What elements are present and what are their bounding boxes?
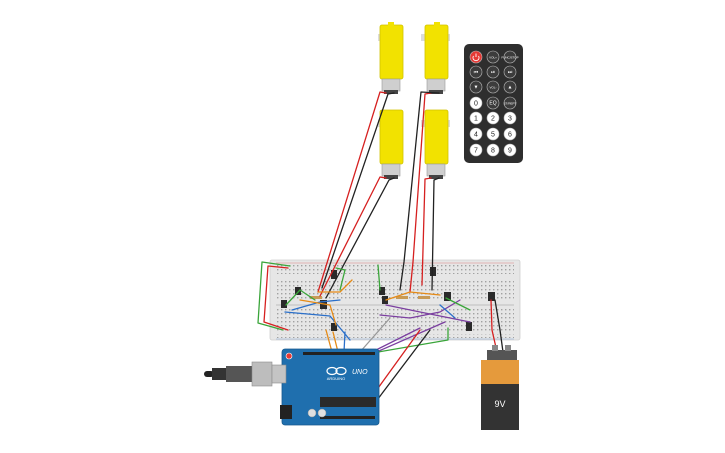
three-button[interactable]: 3 bbox=[503, 111, 517, 125]
nine-button[interactable]: 9 bbox=[503, 143, 517, 157]
resistor-2 bbox=[396, 296, 408, 299]
func-stop-button[interactable]: FUNC/STOP bbox=[501, 50, 519, 64]
fast-forward-button[interactable]: ⏭ bbox=[503, 65, 517, 79]
transistor-6 bbox=[379, 287, 385, 295]
usb-cable bbox=[212, 368, 228, 380]
five-button-label: 5 bbox=[491, 132, 495, 139]
arduino-board bbox=[281, 348, 380, 426]
ir-receiver bbox=[488, 292, 495, 301]
transistor-7 bbox=[382, 296, 388, 304]
six-button-label: 6 bbox=[508, 132, 512, 139]
vol-down-button-label: VOL- bbox=[489, 86, 496, 90]
arduino-model: UNO bbox=[352, 369, 368, 376]
transistor-10 bbox=[466, 322, 472, 331]
down-button-label: ▼ bbox=[474, 85, 479, 91]
breadboard[interactable] bbox=[269, 259, 521, 341]
two-button-label: 2 bbox=[491, 116, 495, 123]
vol-up-button-label: VOL+ bbox=[489, 56, 497, 60]
power-button[interactable] bbox=[469, 50, 483, 64]
usb-plug bbox=[226, 366, 254, 382]
dc-motor-top-right[interactable] bbox=[421, 22, 450, 94]
up-button-label: ▲ bbox=[508, 85, 513, 91]
vol-down-button[interactable]: VOL- bbox=[486, 80, 500, 94]
four-button-label: 4 bbox=[474, 132, 478, 139]
play-pause-button[interactable]: ⏯ bbox=[486, 65, 500, 79]
remote-button-grid: VOL+ FUNC/STOP ⏮ ⏯ ⏭ ▼ VOL- ▲ 0 EQ ST/REPT 1 2 3 4 5 6 7 8… bbox=[469, 50, 519, 157]
analog-header bbox=[320, 416, 375, 419]
reset-button bbox=[285, 352, 293, 360]
seven-button[interactable]: 7 bbox=[469, 143, 483, 157]
transistor-2 bbox=[331, 270, 337, 279]
wires bbox=[257, 91, 504, 421]
eight-button[interactable]: 8 bbox=[486, 143, 500, 157]
zero-button[interactable]: 0 bbox=[469, 96, 483, 110]
usb-cable-end bbox=[204, 371, 214, 377]
vol-up-button[interactable]: VOL+ bbox=[486, 50, 500, 64]
arduino-logo: ARDUINO UNO bbox=[326, 366, 368, 381]
one-button[interactable]: 1 bbox=[469, 111, 483, 125]
microcontroller-chip bbox=[320, 397, 376, 407]
transistor-9 bbox=[444, 292, 451, 301]
eq-button[interactable]: EQ bbox=[486, 96, 500, 110]
battery-9v[interactable]: 9V bbox=[481, 345, 519, 430]
breadboard-components bbox=[281, 267, 495, 331]
five-button[interactable]: 5 bbox=[486, 127, 500, 141]
digital-header bbox=[303, 352, 375, 355]
arduino-brand: ARDUINO bbox=[327, 376, 345, 381]
six-button[interactable]: 6 bbox=[503, 127, 517, 141]
nine-button-label: 9 bbox=[508, 148, 512, 155]
power-icon bbox=[472, 53, 480, 62]
resistor-1 bbox=[310, 296, 322, 299]
battery-clip bbox=[487, 350, 517, 360]
usb-port bbox=[251, 361, 273, 387]
dc-motor-bottom-right[interactable] bbox=[421, 109, 450, 179]
resistor-3 bbox=[418, 296, 430, 299]
seven-button-label: 7 bbox=[474, 148, 478, 155]
four-button[interactable]: 4 bbox=[469, 127, 483, 141]
st-rept-button[interactable]: ST/REPT bbox=[504, 96, 517, 110]
st-rept-button-label: ST/REPT bbox=[504, 102, 517, 106]
eight-button-label: 8 bbox=[491, 148, 495, 155]
battery-label: 9V bbox=[494, 399, 505, 409]
play-pause-button-label: ⏯ bbox=[491, 70, 495, 76]
one-button-label: 1 bbox=[474, 116, 478, 123]
ir-remote[interactable]: VOL+ FUNC/STOP ⏮ ⏯ ⏭ ▼ VOL- ▲ 0 EQ ST/REPT 1 2 3 4 5 6 7 8… bbox=[464, 44, 523, 163]
up-button[interactable]: ▲ bbox=[503, 80, 517, 94]
arduino-uno[interactable]: ARDUINO UNO bbox=[204, 348, 380, 426]
dc-motor-bottom-left[interactable] bbox=[378, 109, 404, 179]
func-stop-button-label: FUNC/STOP bbox=[501, 56, 518, 60]
eq-button-label: EQ bbox=[489, 101, 496, 107]
fast-forward-button-label: ⏭ bbox=[508, 70, 513, 76]
rewind-button-label: ⏮ bbox=[474, 70, 479, 76]
power-jack bbox=[280, 405, 292, 419]
three-button-label: 3 bbox=[508, 116, 512, 123]
down-button[interactable]: ▼ bbox=[469, 80, 483, 94]
transistor-1 bbox=[295, 287, 301, 295]
transistor-5 bbox=[331, 323, 337, 331]
rewind-button[interactable]: ⏮ bbox=[469, 65, 483, 79]
two-button[interactable]: 2 bbox=[486, 111, 500, 125]
zero-button-label: 0 bbox=[474, 101, 478, 108]
dc-motor-top-left[interactable] bbox=[378, 22, 404, 94]
transistor-8 bbox=[430, 267, 436, 276]
transistor-4 bbox=[281, 300, 287, 308]
